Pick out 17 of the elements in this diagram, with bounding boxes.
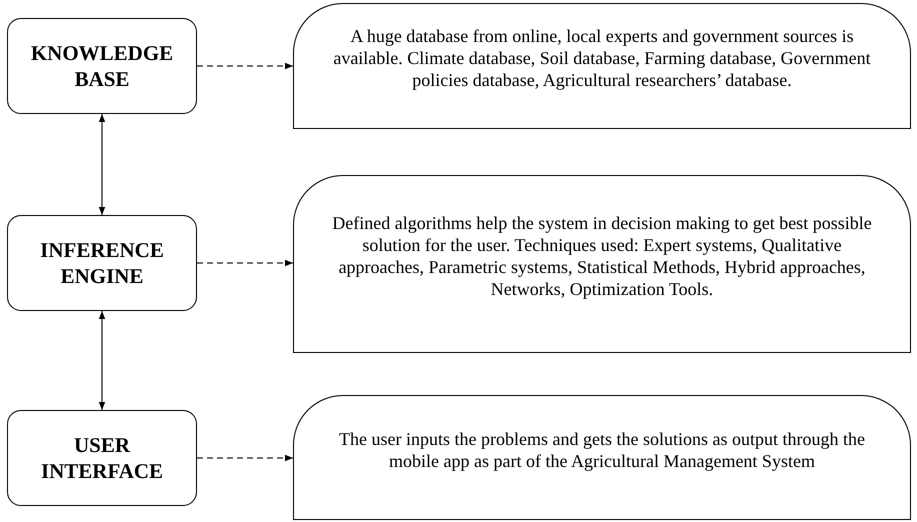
component-title: USER INTERFACE	[40, 432, 164, 484]
description-text: The user inputs the problems and gets the solutions as output through the mobile app as part of the Agricultural Management System	[338, 428, 866, 472]
description-text: A huge database from online, local experts and government sources is available. Climate database, Soil database, Farming database, Government policies database, Agricultural researchers’ database.	[332, 25, 872, 91]
component-title: INFERENCE ENGINE	[39, 237, 165, 289]
arrow	[196, 260, 294, 266]
component-box	[7, 18, 197, 114]
component-box	[7, 410, 197, 506]
description-box	[293, 395, 911, 520]
description-box	[293, 3, 911, 129]
component-box	[7, 215, 197, 311]
arrow	[196, 62, 294, 70]
arrow	[98, 114, 106, 216]
description-box	[293, 175, 911, 353]
component-title: KNOWLEDGE BASE	[30, 40, 174, 92]
description-text: Defined algorithms help the system in decision making to get best possible solution for the user. Techniques used: Expert systems, Qualitative approaches, Parametric systems, Statistical Methods, Hybrid approaches, Networks, Optimization Tools.	[331, 212, 873, 300]
arrow	[98, 310, 106, 410]
arrow	[196, 454, 294, 462]
